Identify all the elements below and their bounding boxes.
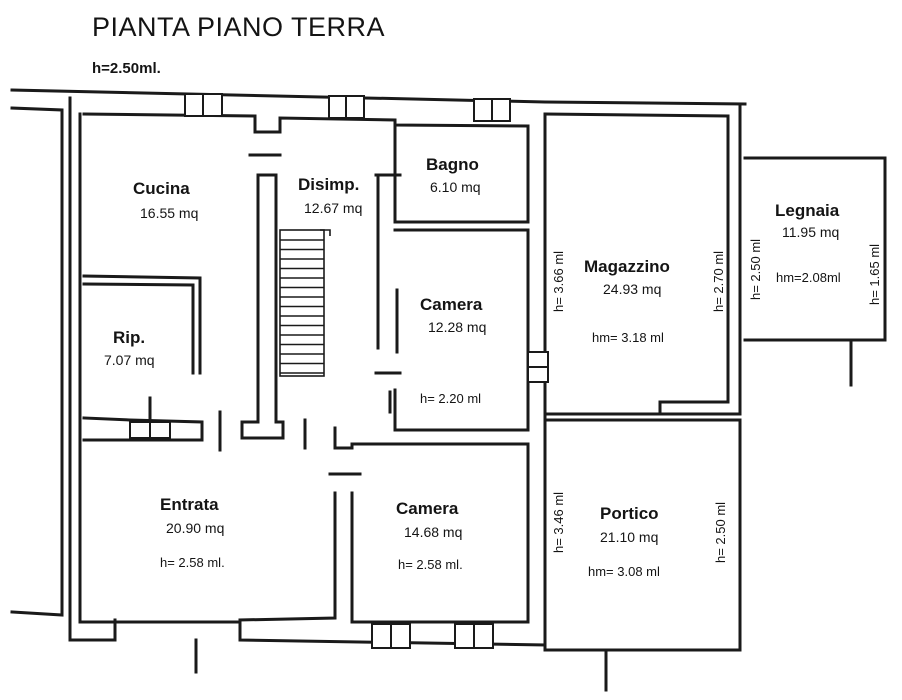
bagno-name: Bagno (426, 155, 479, 174)
main-wall-outer (78, 112, 547, 647)
bagno-area: 6.10 mq (430, 179, 481, 195)
legnaia-walls (743, 156, 887, 342)
cucina-name: Cucina (133, 179, 190, 198)
window-6 (454, 623, 494, 649)
rip-walls-2 (82, 282, 195, 375)
portico-side-left: h= 3.46 ml (551, 492, 566, 553)
outer-wall-left (10, 106, 64, 617)
entrata-name: Entrata (160, 495, 219, 514)
portico-walls (543, 418, 742, 652)
camera2-height: h= 2.58 ml. (398, 557, 463, 572)
legnaia-name: Legnaia (775, 201, 840, 220)
outer-wall-top (10, 88, 747, 106)
window-1 (184, 93, 223, 117)
rip-name: Rip. (113, 328, 145, 347)
camera2-area: 14.68 mq (404, 524, 462, 540)
legnaia-side-left: h= 2.50 ml (748, 239, 763, 300)
magazzino-name: Magazzino (584, 257, 670, 276)
camera1-height: h= 2.20 ml (420, 391, 481, 406)
entrata-area: 20.90 mq (166, 520, 224, 536)
main-wall-inner-top (82, 112, 530, 134)
magazzino-area: 24.93 mq (603, 281, 661, 297)
camera2-name: Camera (396, 499, 459, 518)
camera2-walls (350, 442, 530, 624)
rip-bottom (82, 416, 204, 442)
rip-walls (82, 274, 202, 375)
corridor-wall (333, 426, 354, 450)
window-2 (328, 95, 365, 119)
rip-area: 7.07 mq (104, 352, 155, 368)
portico-height: hm= 3.08 ml (588, 564, 660, 579)
window-3 (473, 98, 511, 122)
plan-title: PIANTA PIANO TERRA (92, 12, 386, 42)
magazzino-height: hm= 3.18 ml (592, 330, 664, 345)
left-double-wall (68, 96, 117, 642)
disimp-area: 12.67 mq (304, 200, 362, 216)
camera1-walls (393, 228, 530, 432)
window-4 (129, 421, 171, 439)
plan-subtitle: h=2.50ml. (92, 60, 161, 77)
portico-name: Portico (600, 504, 659, 523)
staircase (279, 229, 331, 377)
magazzino-side-left: h= 3.66 ml (551, 251, 566, 312)
entrata-height: h= 2.58 ml. (160, 555, 225, 570)
disimp-name: Disimp. (298, 175, 359, 194)
magazzino-side-right: h= 2.70 ml (711, 251, 726, 312)
legnaia-height: hm=2.08ml (776, 270, 841, 285)
magazzino-walls (543, 102, 742, 416)
window-5 (371, 623, 411, 649)
stair-core (240, 173, 285, 440)
camera1-name: Camera (420, 295, 483, 314)
portico-area: 21.10 mq (600, 529, 658, 545)
cucina-area: 16.55 mq (140, 205, 198, 221)
portico-side-right: h= 2.50 ml (713, 502, 728, 563)
legnaia-area: 11.95 mq (782, 224, 839, 240)
camera1-area: 12.28 mq (428, 319, 486, 335)
legnaia-side-right: h= 1.65 ml (867, 244, 882, 305)
entrata-wall (238, 491, 337, 622)
window-7 (527, 351, 549, 383)
